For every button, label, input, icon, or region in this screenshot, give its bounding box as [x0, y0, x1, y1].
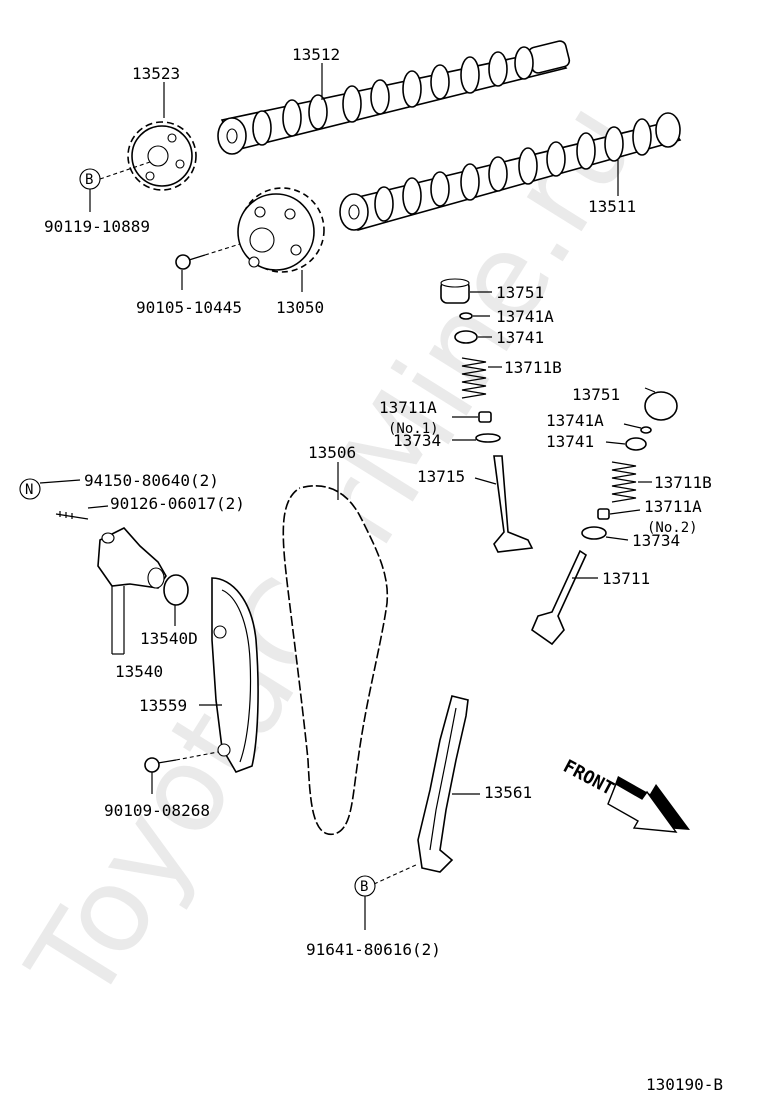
label-13741A-left: 13741A [496, 307, 554, 326]
leader-13734-right [605, 536, 629, 541]
label-no2: (No.2) [647, 520, 698, 536]
leader-bolt-90105 [204, 243, 241, 256]
label-13751-right: 13751 [572, 385, 620, 404]
leader-bolt-90109 [175, 751, 219, 761]
label-90109: 90109-08268 [104, 801, 210, 820]
b-label-guide: B [360, 879, 368, 895]
valve-13715 [493, 455, 534, 553]
leader-13715 [474, 477, 497, 485]
b-label-sprocket: B [85, 172, 93, 188]
keeper-13741A-left [459, 312, 473, 320]
label-13561: 13561 [484, 783, 532, 802]
label-13711A-right: 13711A [644, 497, 702, 516]
leader-13741A-right [623, 423, 642, 429]
timing-chain-13506 [281, 483, 390, 837]
label-13512: 13512 [292, 45, 340, 64]
label-13559: 13559 [139, 696, 187, 715]
label-13711: 13711 [602, 569, 650, 588]
n-label: N [25, 482, 33, 498]
label-13711B-left: 13711B [504, 358, 562, 377]
stud-90126 [55, 511, 89, 520]
label-91641: 91641-80616(2) [306, 940, 441, 959]
label-13741A-right: 13741A [546, 411, 604, 430]
washer-13734-left [475, 433, 501, 443]
label-13540D: 13540D [140, 629, 198, 648]
label-13741-left: 13741 [496, 328, 544, 347]
seal-13711A-left [478, 411, 492, 423]
label-90105: 90105-10445 [136, 298, 242, 317]
leader-13711A-right [609, 509, 641, 515]
label-13741-right: 13741 [546, 432, 594, 451]
leader-94150 [39, 479, 81, 484]
label-90119: 90119-10889 [44, 217, 150, 236]
leader-b-guide [373, 863, 419, 885]
chain-guide-13561 [417, 695, 469, 873]
washer-13734-right [581, 526, 607, 540]
label-13540: 13540 [115, 662, 163, 681]
label-no1: (No.1) [388, 421, 439, 437]
retainer-13741-left [454, 330, 478, 344]
tensioner-13540 [97, 527, 167, 589]
leader-13741-right [605, 441, 626, 445]
label-13523: 13523 [132, 64, 180, 83]
n-circle [19, 478, 41, 500]
sprocket-13523 [127, 121, 197, 191]
label-90126: 90126-06017(2) [110, 494, 245, 513]
spring-13711B-left [461, 357, 487, 399]
label-13734-right: 13734 [632, 531, 680, 550]
seal-13711A-right [597, 508, 610, 520]
label-13711B-right: 13711B [654, 473, 712, 492]
diagram-id: 130190-B [646, 1075, 723, 1094]
label-13506: 13506 [308, 443, 356, 462]
bolt-90105 [175, 254, 206, 270]
valve-lifter-13751-right [644, 391, 678, 421]
valve-lifter-13751-left [440, 278, 470, 304]
label-13711A-left: 13711A [379, 398, 437, 417]
leader-b-sprocket [99, 161, 151, 180]
label-94150: 94150-80640(2) [84, 471, 219, 490]
valve-13711 [531, 549, 588, 646]
label-13511: 13511 [588, 197, 636, 216]
label-13715: 13715 [417, 467, 465, 486]
label-13751-left: 13751 [496, 283, 544, 302]
camshaft-13512 [217, 40, 571, 155]
leader-13751-right [644, 387, 656, 393]
camshaft-13511 [339, 112, 682, 231]
label-13734-left: 13734 [393, 431, 441, 450]
spring-13711B-right [611, 461, 637, 503]
vvt-gear-13050 [237, 187, 325, 273]
tensioner-arm-13559 [211, 577, 259, 773]
retainer-13741-right [625, 437, 647, 451]
front-arrow-icon [607, 776, 690, 833]
label-13050: 13050 [276, 298, 324, 317]
o-ring-13540D [163, 574, 189, 606]
leader-90126 [87, 505, 109, 509]
front-label: FRONT [560, 756, 618, 800]
keeper-13741A-right [640, 426, 652, 434]
